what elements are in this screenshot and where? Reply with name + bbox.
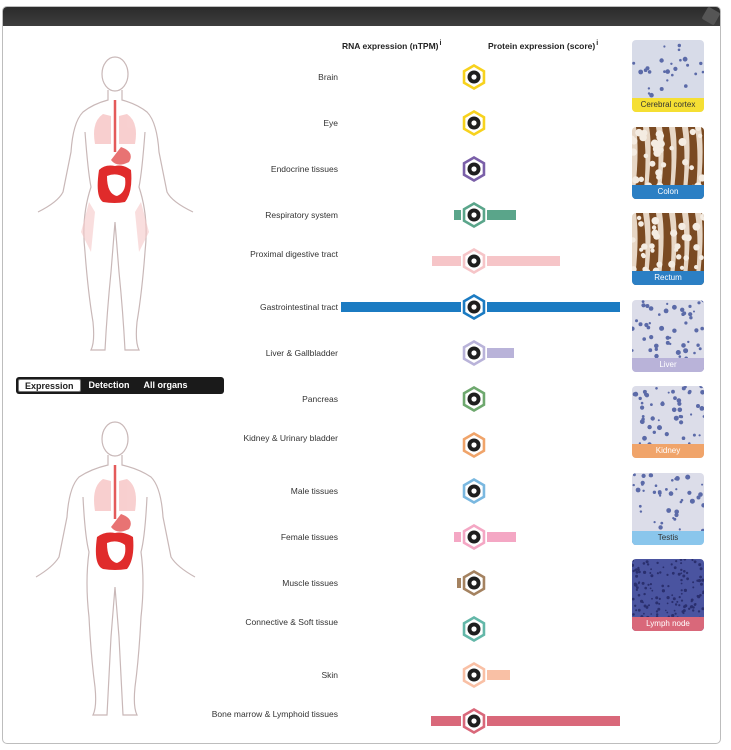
- organ-label[interactable]: Bone marrow & Lymphoid tissues: [211, 709, 338, 719]
- tissue-label: Colon: [632, 184, 704, 199]
- lungs-icon[interactable]: [460, 201, 488, 229]
- uterus-icon[interactable]: [460, 523, 488, 551]
- male-icon[interactable]: [460, 477, 488, 505]
- organ-label[interactable]: Brain: [318, 72, 338, 82]
- connective-icon[interactable]: [460, 615, 488, 643]
- organ-label[interactable]: Proximal digestive tract: [250, 249, 338, 259]
- pancreas-icon[interactable]: [460, 385, 488, 413]
- tissue-thumbnail[interactable]: Colon: [632, 126, 704, 199]
- tab-all-organs[interactable]: All organs: [143, 380, 188, 390]
- protein-bar[interactable]: [487, 348, 514, 358]
- tab-detection[interactable]: Detection: [88, 380, 130, 390]
- tissue-thumbnail[interactable]: Lymph node: [632, 559, 704, 631]
- tissue-label: Testis: [632, 530, 704, 545]
- tissue-label: Rectum: [632, 271, 704, 285]
- protein-bar[interactable]: [487, 210, 517, 220]
- male-body-figure: [35, 421, 196, 716]
- tissue-thumbnail[interactable]: Cerebral cortex: [632, 40, 704, 112]
- tissue-expression-panel: Expression Detection All organs RNA expr…: [2, 6, 721, 744]
- lymph-icon[interactable]: [460, 707, 488, 735]
- organ-label[interactable]: Endocrine tissues: [270, 164, 338, 174]
- organ-label[interactable]: Pancreas: [302, 394, 338, 404]
- tissue-thumbnail[interactable]: Rectum: [632, 213, 704, 285]
- organ-label[interactable]: Muscle tissues: [282, 578, 338, 588]
- liver-icon[interactable]: [460, 339, 488, 367]
- protein-bar[interactable]: [487, 256, 561, 266]
- kidney-icon[interactable]: [460, 431, 488, 459]
- muscle-icon[interactable]: [460, 569, 488, 597]
- tissue-label: Kidney: [632, 444, 704, 458]
- organ-label[interactable]: Gastrointestinal tract: [260, 302, 338, 312]
- protein-info-icon[interactable]: i: [596, 40, 599, 47]
- protein-bar[interactable]: [487, 716, 620, 726]
- top-bar: [3, 7, 720, 26]
- organ-label[interactable]: Kidney & Urinary bladder: [243, 433, 339, 443]
- protein-column-header: Protein expression (score)i: [488, 40, 599, 51]
- rna-bar[interactable]: [432, 256, 461, 266]
- organ-label[interactable]: Liver & Gallbladder: [265, 348, 338, 358]
- thyroid-icon[interactable]: [460, 155, 488, 183]
- rna-bar[interactable]: [431, 716, 461, 726]
- protein-bar[interactable]: [487, 302, 620, 312]
- tissue-thumbnail[interactable]: Testis: [632, 472, 704, 545]
- organ-label[interactable]: Respiratory system: [265, 210, 338, 220]
- protein-bar[interactable]: [487, 532, 517, 542]
- rna-info-icon[interactable]: i: [439, 40, 442, 47]
- rna-bar[interactable]: [453, 210, 461, 220]
- protein-bar[interactable]: [487, 670, 510, 680]
- organ-label[interactable]: Skin: [321, 670, 338, 680]
- skin-icon[interactable]: [460, 661, 488, 689]
- tab-expression[interactable]: Expression: [18, 379, 81, 392]
- rna-column-header: RNA expression (nTPM)i: [342, 40, 442, 51]
- tissue-label: Liver: [632, 357, 704, 372]
- rna-bar[interactable]: [457, 578, 461, 588]
- eye-icon[interactable]: [460, 109, 488, 137]
- tissue-label: Cerebral cortex: [632, 98, 704, 112]
- organ-label[interactable]: Connective & Soft tissue: [245, 617, 338, 627]
- corner-decoration: [701, 7, 720, 26]
- view-tabs: Expression Detection All organs: [16, 377, 224, 394]
- rna-bar[interactable]: [453, 532, 461, 542]
- tissue-label: Lymph node: [632, 617, 704, 631]
- female-body-figure: [37, 56, 194, 351]
- tissue-thumbnail[interactable]: Kidney: [632, 386, 704, 458]
- tissue-thumbnail[interactable]: Liver: [632, 299, 704, 372]
- rna-bar[interactable]: [341, 302, 461, 312]
- tooth-icon[interactable]: [460, 247, 488, 275]
- organ-label[interactable]: Female tissues: [280, 532, 338, 542]
- organ-label[interactable]: Eye: [323, 118, 338, 128]
- stomach-icon[interactable]: [460, 293, 488, 321]
- organ-label[interactable]: Male tissues: [290, 486, 338, 496]
- brain-icon[interactable]: [460, 63, 488, 91]
